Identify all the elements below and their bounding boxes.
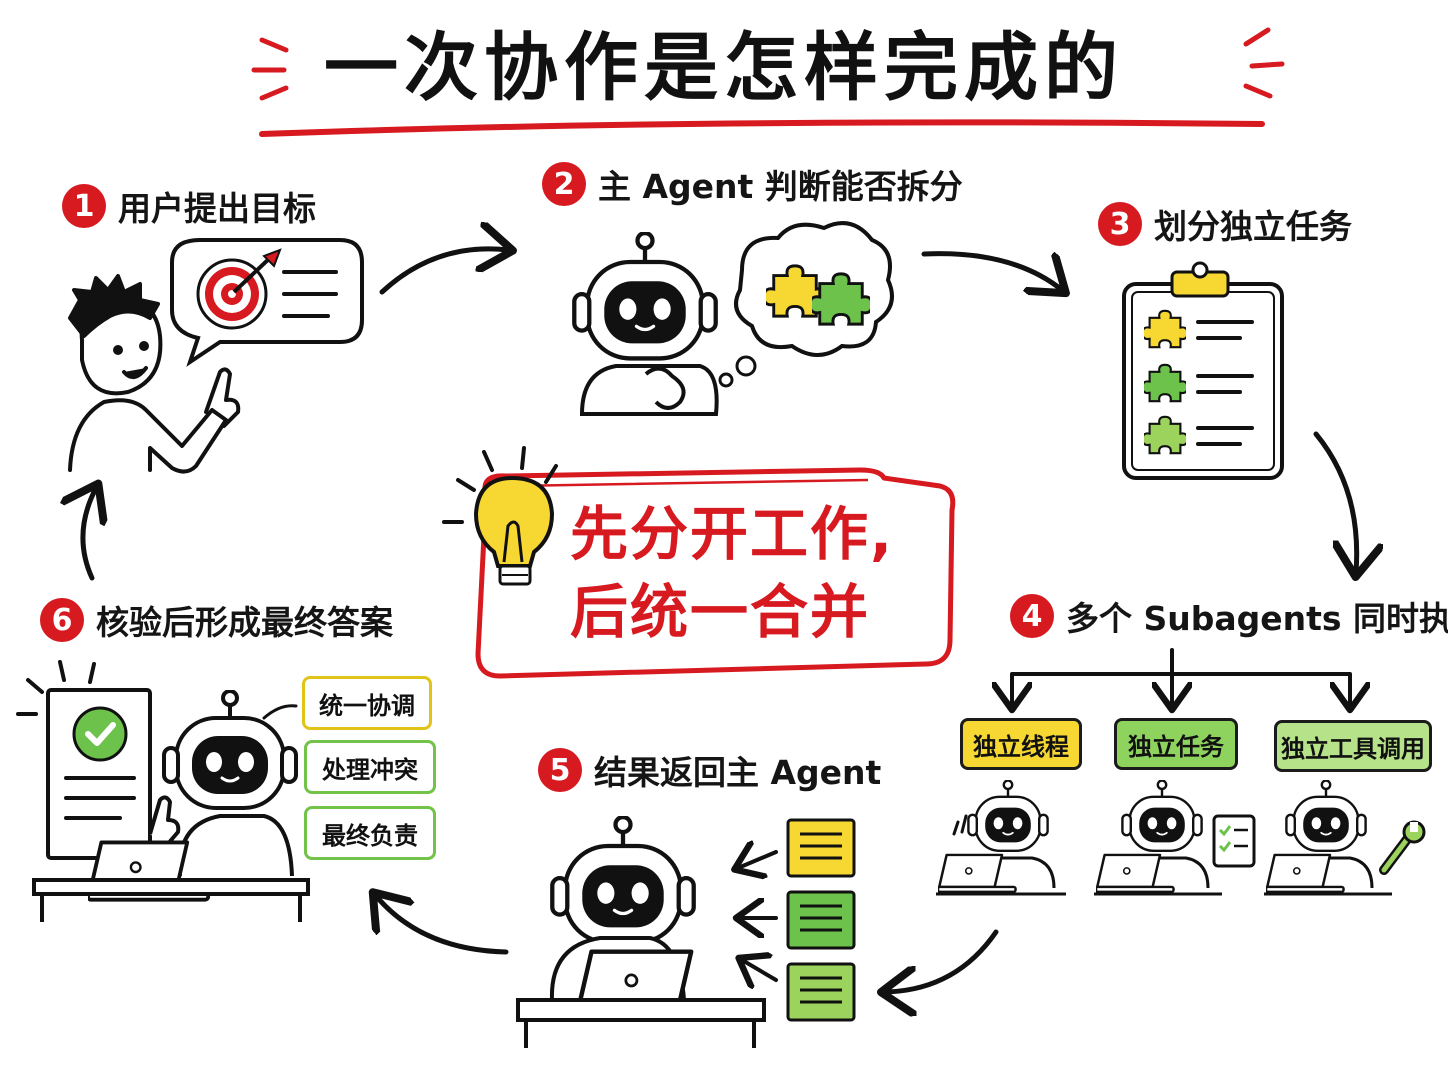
main-agent-collecting — [516, 817, 856, 1048]
checklist-icon — [1212, 814, 1256, 868]
arrow-3-to-4 — [1313, 431, 1357, 572]
checkmark-icon — [72, 706, 128, 762]
subagent-3 — [1264, 780, 1426, 896]
step-3-text: 划分独立任务 — [1154, 207, 1352, 246]
step-5-label: 5 结果返回主 Agent — [538, 746, 881, 794]
step-1-badge: 1 — [62, 184, 106, 228]
step-6-badge: 6 — [40, 598, 84, 642]
subagent-tag-tool-call: 独立工具调用 — [1274, 720, 1432, 772]
step-2-text: 主 Agent 判断能否拆分 — [598, 167, 963, 206]
step-4-label: 4 多个 Subagents 同时执行 — [1010, 592, 1448, 640]
subagent-branch — [1012, 648, 1350, 706]
robot-icon — [552, 817, 693, 942]
target-icon — [196, 248, 282, 330]
title-decorations — [251, 27, 1285, 137]
step-2-label: 2 主 Agent 判断能否拆分 — [542, 160, 963, 208]
step-1-text: 用户提出目标 — [118, 189, 316, 228]
final-tag-coordinate: 统一协调 — [302, 676, 432, 730]
step-6-label: 6 核验后形成最终答案 — [40, 596, 393, 644]
step-4-badge: 4 — [1010, 594, 1054, 638]
flow-arrows — [83, 249, 1357, 992]
final-tag-responsibility: 最终负责 — [304, 806, 436, 860]
center-message-line-2: 后统一合并 — [570, 578, 871, 646]
step-3-badge: 3 — [1098, 202, 1142, 246]
final-tag-resolve-conflict: 处理冲突 — [304, 740, 436, 794]
person-icon — [68, 274, 241, 474]
arrow-6-to-1 — [83, 488, 96, 581]
step-1-label: 1 用户提出目标 — [62, 182, 316, 230]
arrow-5-to-6 — [376, 896, 509, 955]
robot-icon — [1285, 780, 1367, 852]
robot-icon — [967, 780, 1049, 852]
arrow-1-to-2 — [379, 249, 508, 295]
title-underline — [259, 119, 1265, 137]
page-title: 一次协作是怎样完成的 — [324, 25, 1124, 111]
subagent-tag-thread: 独立线程 — [960, 718, 1082, 770]
final-verification — [16, 660, 310, 922]
step-2-badge: 2 — [542, 162, 586, 206]
arrow-4-to-5 — [886, 929, 999, 992]
document-icon — [786, 962, 856, 1022]
center-message-line-1: 先分开工作, — [570, 500, 895, 568]
robot-icon — [574, 233, 715, 358]
step-5-text: 结果返回主 Agent — [594, 753, 882, 792]
arrow-2-to-3 — [921, 251, 1062, 290]
lightbulb-icon — [442, 446, 558, 586]
step-5-badge: 5 — [538, 748, 582, 792]
step-4-text: 多个 Subagents 同时执行 — [1066, 599, 1448, 638]
document-icon — [786, 890, 856, 950]
user-illustration — [68, 238, 364, 474]
wrench-icon — [1379, 820, 1426, 875]
subagent-tag-task: 独立任务 — [1114, 718, 1238, 770]
clipboard-icon — [1122, 261, 1284, 480]
step-6-text: 核验后形成最终答案 — [96, 603, 393, 642]
subagent-1 — [936, 780, 1066, 896]
robot-icon — [1121, 780, 1203, 852]
main-agent-thinking — [574, 221, 894, 416]
document-icon — [786, 818, 856, 878]
subagent-2 — [1094, 780, 1256, 896]
center-message: 先分开工作, 后统一合并 — [570, 495, 930, 651]
step-3-label: 3 划分独立任务 — [1098, 200, 1352, 248]
